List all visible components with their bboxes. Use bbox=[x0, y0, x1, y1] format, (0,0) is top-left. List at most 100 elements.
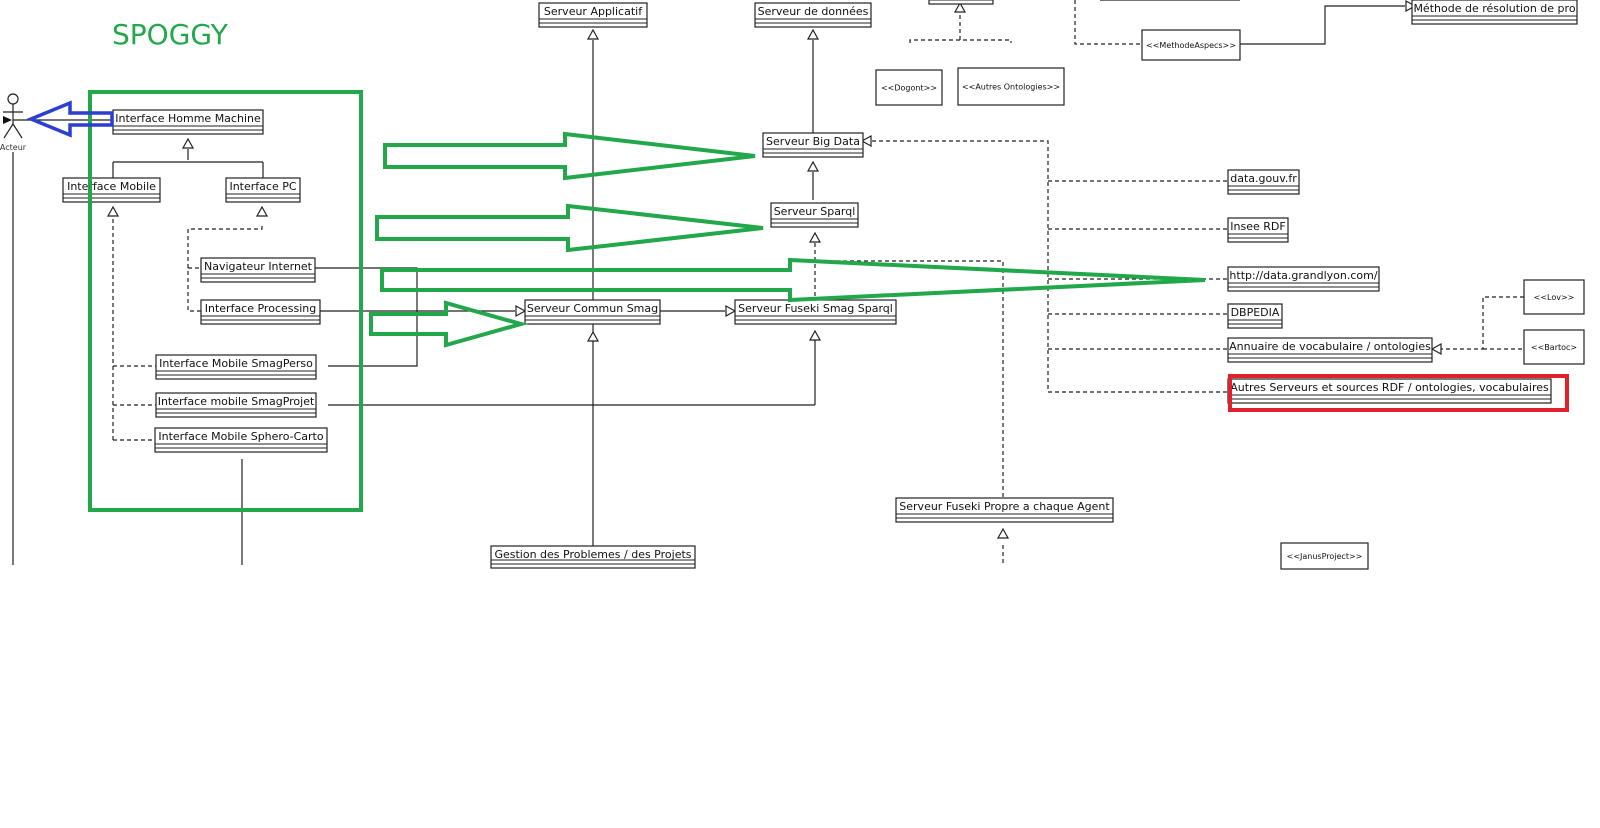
ihm-class-label: Interface Homme Machine bbox=[115, 112, 261, 125]
interface-processing-class: Interface Processing bbox=[200, 299, 321, 325]
mobile-smagprojet-class: Interface mobile SmagProjet bbox=[155, 392, 317, 418]
fuseki-agent-class: Serveur Fuseki Propre a chaque Agent bbox=[895, 497, 1114, 523]
actor-leg bbox=[12, 123, 23, 139]
inheritance-arrowhead bbox=[953, 1, 967, 13]
annuaire-class: Annuaire de vocabulaire / ontologies bbox=[1227, 337, 1433, 363]
lov-class-frame bbox=[1523, 279, 1585, 315]
mobile-smagperso-class-label: Interface Mobile SmagPerso bbox=[159, 357, 313, 370]
class-boxes: Serveur Applicatif Serveur de données Méth… bbox=[0, 0, 1585, 570]
inheritance-arrowhead bbox=[1405, 0, 1417, 13]
green-arrow-big-data bbox=[383, 131, 756, 181]
inheritance-arrowhead bbox=[808, 231, 822, 243]
serveur-donnees-class: Serveur de données bbox=[754, 2, 872, 28]
gestion-class-label: Gestion des Problemes / des Projets bbox=[494, 548, 691, 561]
interface-mobile-class-label: Interface Mobile bbox=[67, 180, 156, 193]
methode-aspects-class-frame bbox=[1141, 29, 1241, 61]
interface-pc-class-label: Interface PC bbox=[229, 180, 296, 193]
big-data-class: Serveur Big Data bbox=[762, 132, 864, 158]
big-data-class-label: Serveur Big Data bbox=[766, 135, 860, 148]
insee-class: Insee RDF bbox=[1227, 217, 1289, 243]
spoggy-frame bbox=[88, 90, 363, 512]
fuseki-smag-class-label: Serveur Fuseki Smag Sparql bbox=[738, 302, 893, 315]
bartoc-class: <<Bartoc> bbox=[1523, 329, 1585, 365]
top-hidden-class bbox=[928, 0, 994, 5]
interface-processing-class-label: Interface Processing bbox=[205, 302, 316, 315]
actor-figure: Acteur bbox=[0, 93, 27, 152]
connector-line bbox=[909, 39, 1012, 43]
navigateur-class: Navigateur Internet bbox=[200, 257, 316, 283]
actor-label: Acteur bbox=[0, 143, 27, 152]
methode-aspects-link bbox=[1074, 0, 1142, 45]
grandlyon-class-label: http://data.grandlyon.com/ bbox=[1229, 269, 1377, 282]
mobile-smagprojet-class-label: Interface mobile SmagProjet bbox=[158, 395, 315, 408]
inheritance-arrowhead bbox=[106, 205, 120, 217]
connector-lines bbox=[12, 0, 1524, 565]
commun-smag-class-label: Serveur Commun Smag bbox=[527, 302, 658, 315]
gestion-class: Gestion des Problemes / des Projets bbox=[490, 545, 696, 569]
mobile-sphero-class: Interface Mobile Sphero-Carto bbox=[154, 427, 328, 453]
inheritance-arrowhead bbox=[255, 205, 269, 217]
inheritance-arrowhead bbox=[996, 527, 1010, 539]
inheritance-arrowhead bbox=[586, 28, 600, 40]
connector-line bbox=[187, 226, 263, 312]
bartoc-class-label: <<Bartoc> bbox=[1531, 343, 1577, 352]
big-data-link bbox=[865, 140, 1049, 392]
commun-smag-class: Serveur Commun Smag bbox=[524, 299, 661, 325]
inheritance-arrowhead bbox=[860, 134, 872, 148]
inheritance-arrowhead bbox=[515, 304, 527, 318]
green-arrow-grandlyon bbox=[380, 257, 1206, 303]
actor-head bbox=[7, 93, 19, 105]
gestion-class-frame bbox=[490, 545, 696, 569]
connector-line bbox=[1240, 5, 1405, 45]
janus-class-frame bbox=[1280, 542, 1369, 570]
bartoc-class-frame bbox=[1523, 329, 1585, 365]
fuseki-smag-class: Serveur Fuseki Smag Sparql bbox=[734, 299, 897, 325]
fuseki-agent-class-label: Serveur Fuseki Propre a chaque Agent bbox=[899, 500, 1110, 513]
dbpedia-class: DBPEDIA bbox=[1227, 303, 1283, 329]
serveur-applicatif-class-label: Serveur Applicatif bbox=[544, 5, 643, 18]
janus-class: <<JanusProject>> bbox=[1280, 542, 1369, 570]
inheritance-arrowhead bbox=[1430, 342, 1442, 356]
navigateur-class-label: Navigateur Internet bbox=[204, 260, 313, 273]
autres-ontologies-class-frame bbox=[957, 67, 1065, 106]
serveur-donnees-class-label: Serveur de données bbox=[758, 5, 869, 18]
inheritance-arrowhead bbox=[181, 137, 195, 149]
green-arrow-commun-smag bbox=[369, 300, 529, 348]
highlight-overlays bbox=[26, 90, 1569, 512]
inheritance-arrowhead bbox=[586, 330, 600, 342]
annuaire-class-label: Annuaire de vocabulaire / ontologies bbox=[1229, 340, 1431, 353]
lov-class-label: <<Lov>> bbox=[1534, 293, 1575, 302]
dogont-class-label: <<Dogont>> bbox=[881, 84, 937, 93]
data-gouv-class: data.gouv.fr bbox=[1227, 169, 1300, 195]
methode-resolution-class: Méthode de résolution de pro bbox=[1411, 0, 1578, 25]
inheritance-arrowhead bbox=[808, 329, 822, 341]
methode-resolution-class-label: Méthode de résolution de pro bbox=[1413, 2, 1575, 15]
autres-ontologies-class-label: <<Autres Ontologies>> bbox=[962, 83, 1060, 92]
mobile-smagperso-class: Interface Mobile SmagPerso bbox=[155, 354, 317, 380]
top-hidden-class-frame bbox=[928, 0, 994, 5]
inheritance-arrowhead bbox=[725, 304, 737, 318]
insee-class-label: Insee RDF bbox=[1230, 220, 1285, 233]
actor-leg bbox=[3, 123, 14, 139]
methode-aspects-class: <<MethodeAspecs>> bbox=[1141, 29, 1241, 61]
lov-class: <<Lov>> bbox=[1523, 279, 1585, 315]
sparql-class: Serveur Sparql bbox=[770, 202, 859, 228]
autres-serveurs-class: Autres Serveurs et sources RDF / ontolog… bbox=[1227, 378, 1552, 404]
blue-arrow-actor bbox=[26, 100, 114, 138]
autres-ontologies-class: <<Autres Ontologies>> bbox=[957, 67, 1065, 106]
red-highlight-autres-serveurs bbox=[1228, 374, 1569, 412]
green-arrow-sparql bbox=[375, 203, 764, 253]
interface-pc-class: Interface PC bbox=[225, 177, 301, 203]
sparql-class-label: Serveur Sparql bbox=[774, 205, 856, 218]
interface-mobile-class: Interface Mobile bbox=[62, 177, 161, 203]
connector-line bbox=[1441, 296, 1524, 350]
dbpedia-class-label: DBPEDIA bbox=[1231, 306, 1280, 319]
autres-serveurs-class-label: Autres Serveurs et sources RDF / ontolog… bbox=[1230, 381, 1549, 394]
janus-class-label: <<JanusProject>> bbox=[1287, 552, 1363, 561]
data-gouv-class-label: data.gouv.fr bbox=[1230, 172, 1297, 185]
ihm-class: Interface Homme Machine bbox=[112, 109, 264, 135]
methode-aspects-class-label: <<MethodeAspecs>> bbox=[1146, 41, 1236, 50]
dogont-class: <<Dogont>> bbox=[875, 69, 943, 106]
spoggy-title: SPOGGY bbox=[112, 18, 228, 51]
